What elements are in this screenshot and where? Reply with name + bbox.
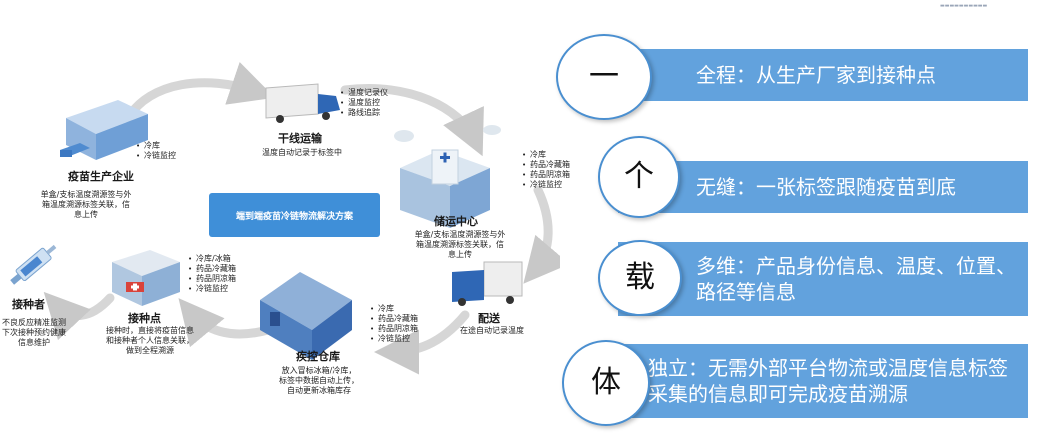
cold-chain-diagram — [10, 62, 560, 375]
bullet: 路线追踪 — [340, 108, 388, 118]
delivery-title: 配送 — [478, 312, 500, 325]
trunk-title: 干线运输 — [278, 132, 322, 145]
arrow-delivery-to-cdc — [374, 310, 470, 375]
bullet: 冷库 — [522, 150, 570, 160]
recipient-desc: 不良反应精准监测下次接种预约健康信息维护 — [2, 318, 66, 347]
feature-char-2: 个 — [624, 159, 654, 194]
hub-desc: 单盒/支标温度溯源签与外箱温度溯源标签关联，信息上传 — [414, 230, 506, 259]
bullet: 药品冷藏箱 — [522, 160, 570, 170]
bullet: 药品冷藏箱 — [188, 264, 236, 274]
cdc-title: 疾控仓库 — [296, 350, 340, 363]
trunk-bullets: 温度记录仪 温度监控 路线追踪 — [340, 88, 388, 118]
bullet: 温度监控 — [340, 98, 388, 108]
trunk-desc: 温度自动记录于标签中 — [262, 148, 342, 157]
arrow-hub-to-delivery — [523, 185, 560, 284]
cdc-bullets: 冷库 药品冷藏箱 药品阴凉箱 冷链监控 — [370, 304, 418, 344]
feature-circle-1: 一 — [556, 34, 652, 120]
clinic-bullets: 冷库/冰箱 药品冷藏箱 药品阴凉箱 冷链监控 — [188, 254, 236, 294]
feature-char-3: 载 — [625, 260, 655, 295]
bullet: 冷链监控 — [136, 151, 176, 161]
recipient-title: 接种者 — [12, 298, 45, 311]
bullet: 药品阴凉箱 — [188, 274, 236, 284]
factory-title: 疫苗生产企业 — [68, 170, 134, 183]
clinic-desc: 接种时，直接将疫苗信息和接种者个人信息关联，做到全程溯源 — [106, 326, 194, 355]
feature-band-3: 多维：产品身份信息、温度、位置、路径等信息 — [618, 242, 1028, 316]
hub-building-icon — [400, 149, 490, 228]
arrow-clinic-to-recipient — [43, 291, 115, 341]
feature-band-4: 独立：无需外部平台物流或温度信息标签采集的信息即可完成疫苗溯源 — [618, 344, 1028, 418]
feature-text-2: 无缝：一张标签跟随疫苗到底 — [696, 175, 956, 199]
bullet: 冷链监控 — [188, 284, 236, 294]
delivery-desc: 在途自动记录温度 — [460, 326, 524, 335]
feature-circle-3: 载 — [598, 240, 682, 316]
feature-text-1: 全程：从生产厂家到接种点 — [696, 63, 936, 87]
bullet: 冷库 — [370, 304, 418, 314]
syringe-icon — [10, 244, 57, 285]
factory-bullets: 冷库 冷链监控 — [136, 141, 176, 161]
cdc-warehouse-icon — [260, 272, 352, 360]
feature-text-4: 独立：无需外部平台物流或温度信息标签采集的信息即可完成疫苗溯源 — [648, 356, 1008, 406]
feature-char-4: 体 — [591, 365, 621, 400]
center-title: 端到端疫苗冷链物流解决方案 — [209, 193, 380, 237]
delivery-van-icon — [452, 261, 523, 306]
feature-char-1: 一 — [589, 59, 619, 94]
bullet: 冷库/冰箱 — [188, 254, 236, 264]
arrow-cdc-to-clinic — [178, 298, 273, 348]
bullet: 冷库 — [136, 141, 176, 151]
bullet: 药品冷藏箱 — [370, 314, 418, 324]
hub-title: 储运中心 — [434, 215, 478, 228]
clinic-building-icon — [112, 250, 180, 306]
bullet: 温度记录仪 — [340, 88, 388, 98]
bullet: 冷链监控 — [370, 334, 418, 344]
hub-bullets: 冷库 药品冷藏箱 药品阴凉箱 冷链监控 — [522, 150, 570, 190]
bullet: 药品阴凉箱 — [370, 324, 418, 334]
arrow-factory-to-trunk — [123, 62, 276, 123]
clinic-title: 接种点 — [128, 312, 161, 325]
factory-building-icon — [60, 100, 148, 160]
bullet: 药品阴凉箱 — [522, 170, 570, 180]
cdc-desc: 放入冒标冰箱/冷库，标签中数据自动上传，自动更新冰箱库存 — [279, 366, 359, 395]
feature-band-2: 无缝：一张标签跟随疫苗到底 — [618, 161, 1028, 213]
feature-circle-2: 个 — [598, 136, 680, 218]
feature-text-3: 多维：产品身份信息、温度、位置、路径等信息 — [696, 254, 1016, 304]
factory-desc: 单盒/支标温度溯源签与外箱温度溯源标签关联，信息上传 — [40, 190, 132, 219]
bullet: 冷链监控 — [522, 180, 570, 190]
feature-band-1: 全程：从生产厂家到接种点 — [618, 49, 1028, 101]
feature-circle-4: 体 — [562, 340, 650, 426]
corner-logo-icon: ▬▬▬▬▬▬▬▬▬▬ — [940, 3, 988, 9]
trunk-truck-icon — [265, 83, 340, 123]
cloud-icon — [394, 125, 501, 142]
